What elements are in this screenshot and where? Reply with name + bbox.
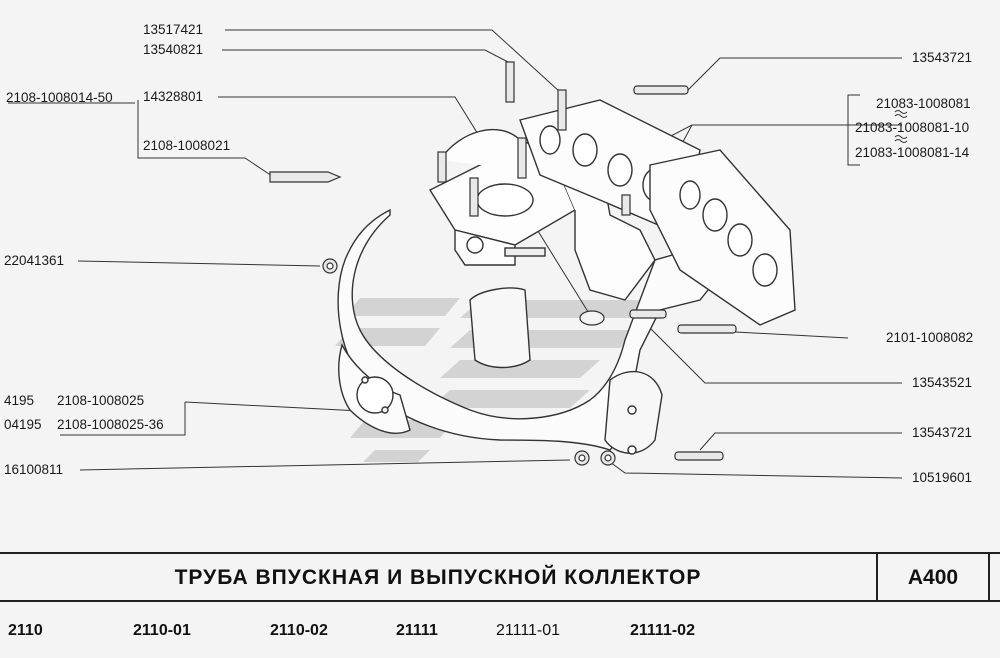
part-label-2108-1008021: 2108-1008021 — [143, 138, 231, 153]
variant-markers — [894, 110, 908, 143]
part-label-13540821: 13540821 — [143, 42, 204, 57]
model-21111: 21111 — [396, 622, 438, 639]
model-21111-02: 21111-02 — [630, 622, 695, 639]
model-2110-01: 2110-01 — [133, 622, 191, 639]
part-label-13543721-top: 13543721 — [912, 50, 973, 65]
diagram-code: А400 — [907, 566, 959, 589]
model-2110: 2110 — [8, 622, 43, 639]
model-21111-01: 21111-01 — [496, 622, 561, 639]
title-divider — [876, 554, 878, 600]
part-label-2108-1008014-50: 2108-1008014-50 — [6, 90, 113, 105]
part-label-13543721-bottom: 13543721 — [912, 425, 973, 440]
page-title: ТРУБА ВПУСКНАЯ И ВЫПУСКНОЙ КОЛЛЕКТОР — [174, 566, 702, 589]
title-right-edge — [988, 554, 990, 600]
part-label-21083-1008081: 21083-1008081 — [876, 96, 971, 111]
part-label-21083-1008081-14: 21083-1008081-14 — [855, 145, 970, 160]
part-label-2101-1008082: 2101-1008082 — [886, 330, 974, 345]
gasket-rear — [649, 149, 796, 326]
part-label-14328801: 14328801 — [143, 89, 204, 104]
exploded-parts-diagram — [8, 29, 908, 479]
part-label-13517421: 13517421 — [143, 22, 204, 37]
part-label-16100811: 16100811 — [4, 462, 64, 477]
part-label-13543521: 13543521 — [912, 375, 973, 390]
part-label-10519601: 10519601 — [912, 470, 973, 485]
part-label-2108-1008025: 2108-1008025 — [57, 393, 145, 408]
intake-manifold — [428, 128, 656, 301]
part-label-4195: 4195 — [4, 393, 35, 408]
exhaust-manifold — [337, 208, 721, 455]
part-label-04195: 04195 — [4, 417, 42, 432]
part-label-22041361: 22041361 — [4, 253, 65, 268]
part-label-21083-1008081-10: 21083-1008081-10 — [855, 120, 970, 135]
title-bar: ТРУБА ВПУСКНАЯ И ВЫПУСКНОЙ КОЛЛЕКТОР А40… — [0, 552, 1000, 602]
fasteners — [269, 61, 737, 466]
model-2110-02: 2110-02 — [270, 622, 328, 639]
part-label-2108-1008025-36: 2108-1008025-36 — [57, 417, 164, 432]
